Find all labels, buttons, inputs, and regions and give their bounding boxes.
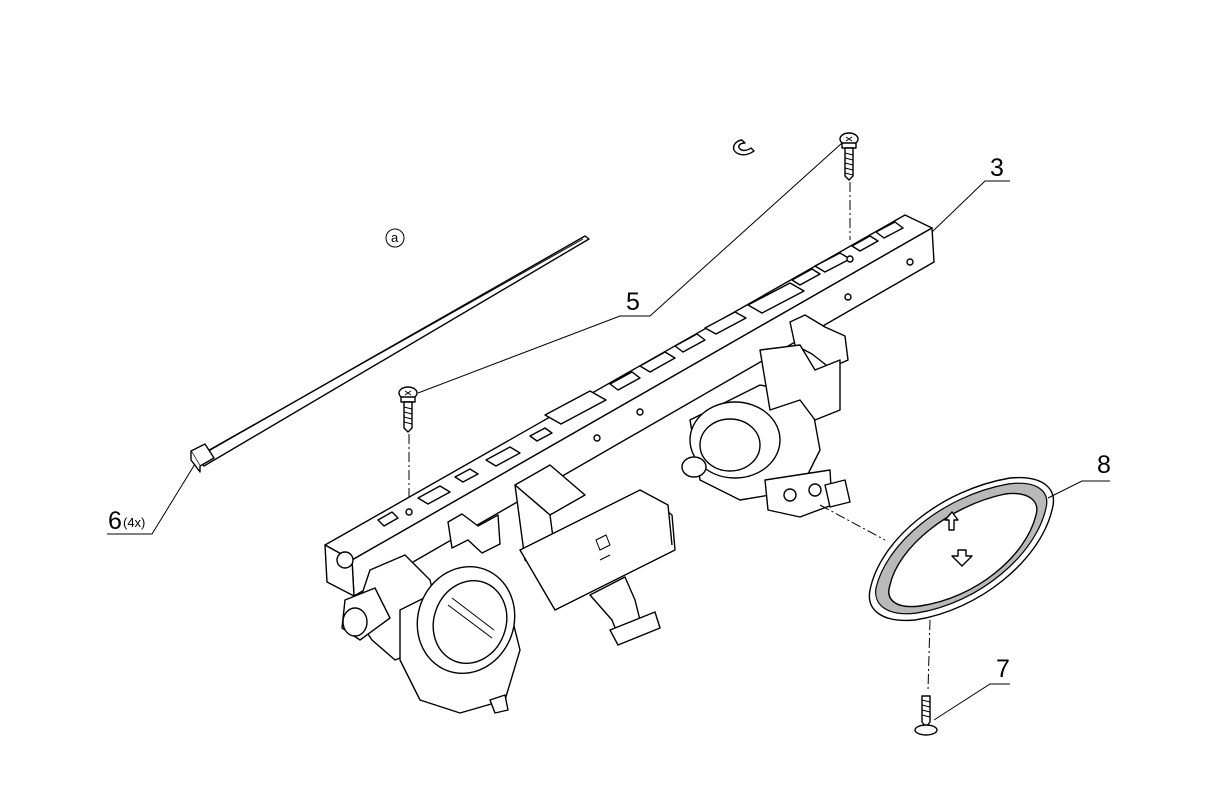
- e-clip: [732, 139, 755, 156]
- screw-lower: [398, 386, 418, 500]
- cable-tie: [190, 235, 590, 473]
- marker-a-label: a: [391, 230, 399, 245]
- marker-a: a: [385, 228, 405, 248]
- callout-6-quantity: (4x): [123, 515, 145, 530]
- center-bracket: [514, 464, 676, 646]
- right-actuator: [681, 344, 886, 541]
- callout-8: 8: [1097, 451, 1111, 479]
- screw-upper: [839, 132, 859, 240]
- left-actuator: [341, 554, 521, 714]
- screw-bottom: [914, 695, 938, 736]
- rail-bar: [324, 214, 935, 597]
- callout-6: 6: [108, 507, 122, 535]
- rail-clips: [447, 314, 849, 554]
- cover-cap: [868, 476, 1054, 691]
- arrow-down-icon: [951, 549, 973, 567]
- callout-7: 7: [996, 655, 1010, 683]
- leader-lines: [107, 142, 1110, 721]
- callout-3: 3: [990, 154, 1004, 182]
- callout-5: 5: [626, 288, 640, 316]
- arrow-up-icon: [944, 511, 959, 531]
